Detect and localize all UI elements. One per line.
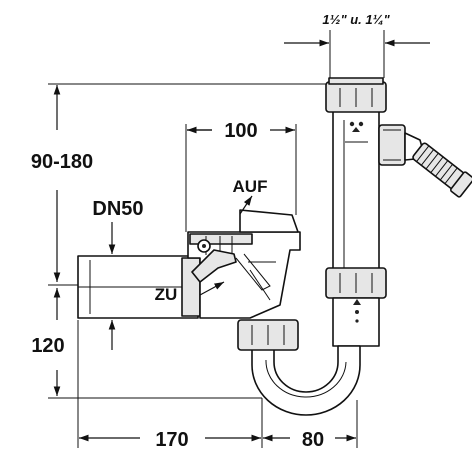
length-left-label: 170 [155, 429, 188, 451]
inlet-size-label: 1½" u. 1¼" [322, 12, 390, 27]
open-direction-arrow [239, 195, 253, 215]
riser-marking [345, 121, 368, 143]
side-connector [378, 124, 472, 198]
height-bottom-label: 120 [31, 335, 64, 357]
close-direction-arrow [199, 281, 225, 296]
siphon-assembly [77, 77, 472, 416]
height-range-label: 90-180 [31, 151, 93, 173]
open-label: AUF [233, 177, 268, 196]
riser-tube [332, 99, 380, 276]
close-label: ZU [155, 285, 178, 304]
width-top-label: 100 [224, 120, 257, 142]
valve-housing [187, 209, 301, 319]
u-bend [251, 344, 361, 416]
dimension-lines [48, 30, 430, 448]
pipe-size-label: DN50 [92, 198, 143, 220]
length-right-label: 80 [302, 429, 324, 451]
